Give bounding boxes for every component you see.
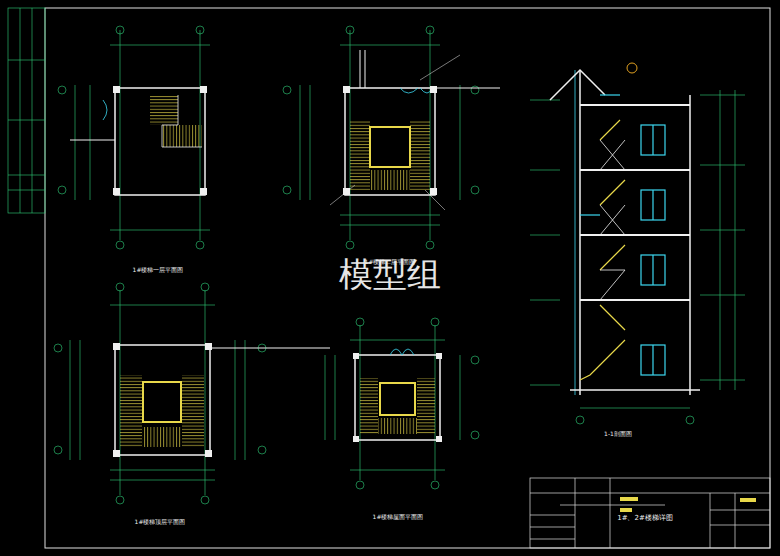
drawing-title: 1#楼梯二层平面图 [365,259,416,266]
drawing-title: 1#楼梯一层平面图 [133,267,184,274]
drawing-title: 1-1剖面图 [604,431,632,438]
drawing-title: 1#楼梯顶层平面图 [135,519,186,526]
drawing-title: 1#楼梯屋面平面图 [373,514,424,521]
title-block-text: 1#、2#楼梯详图 [617,515,673,523]
